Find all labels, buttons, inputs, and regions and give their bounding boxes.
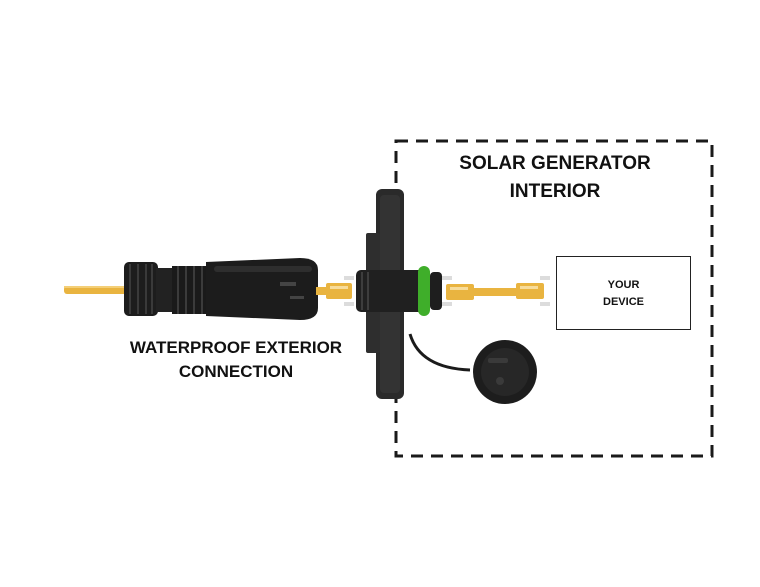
interior-title-line-2: INTERIOR xyxy=(509,181,601,202)
exterior-label-line-1: WATERPROOF EXTERIOR xyxy=(129,338,343,357)
waterproof-exterior-connection-label: WATERPROOF EXTERIOR CONNECTION xyxy=(110,336,362,384)
interior-title-line-1: SOLAR GENERATOR xyxy=(459,153,651,174)
exterior-label-line-2: CONNECTION xyxy=(178,362,294,381)
exterior-ethernet-cable xyxy=(64,286,140,294)
interior-rj45-plug-icon xyxy=(442,276,518,306)
waterproof-connector-icon xyxy=(124,258,318,320)
dust-cap-icon xyxy=(408,333,537,404)
your-device-label: YOUR DEVICE xyxy=(557,277,690,311)
solar-generator-interior-title: SOLAR GENERATOR INTERIOR xyxy=(440,150,670,206)
device-label-line-2: DEVICE xyxy=(603,296,644,308)
exterior-rj45-plug-icon xyxy=(316,276,354,306)
bulkhead-panel-mount-icon xyxy=(356,189,442,399)
device-label-line-1: YOUR xyxy=(607,279,640,291)
device-rj45-plug-icon xyxy=(516,276,550,306)
your-device-box: YOUR DEVICE xyxy=(556,256,691,330)
